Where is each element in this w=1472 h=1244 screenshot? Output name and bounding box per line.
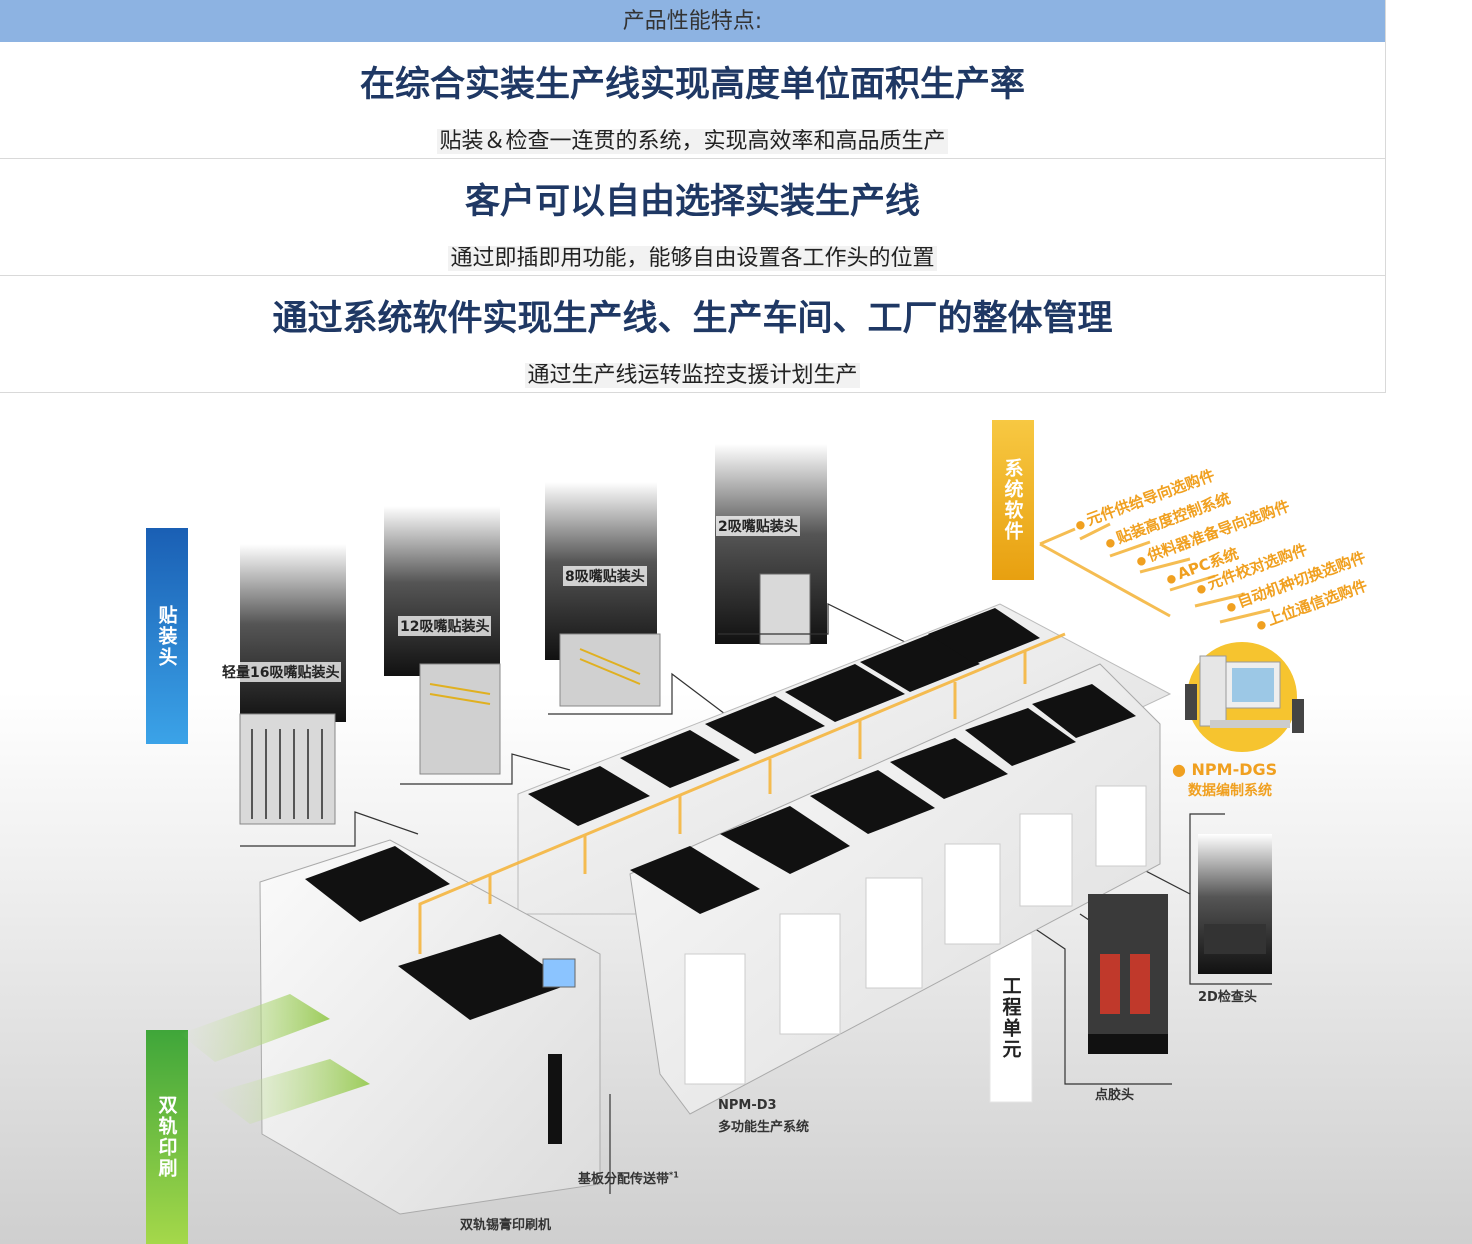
feature-table: 产品性能特点: 在综合实装生产线实现高度单位面积生产率 贴装＆检查一连贯的系统，… bbox=[0, 0, 1386, 393]
dgs-name-text: NPM-DGS bbox=[1191, 760, 1278, 779]
communication-bus bbox=[418, 522, 1271, 954]
feature-row: 通过系统软件实现生产线、生产车间、工厂的整体管理 通过生产线运转监控支援计划生产 bbox=[0, 276, 1385, 393]
inspection-2d-label: 2D检查头 bbox=[1198, 990, 1257, 1005]
feature-subtitle-text: 通过即插即用功能，能够自由设置各工作头的位置 bbox=[448, 246, 937, 271]
mount-head-label: 贴装头 bbox=[155, 604, 178, 668]
feature-row: 客户可以自由选择实装生产线 通过即插即用功能，能够自由设置各工作头的位置 bbox=[0, 159, 1385, 276]
dgs-name: ● NPM-DGS bbox=[1172, 760, 1278, 779]
feature-title: 在综合实装生产线实现高度单位面积生产率 bbox=[359, 65, 1025, 105]
process-unit-label: 工程单元 bbox=[999, 976, 1022, 1060]
head-16-label: 轻量16吸嘴贴装头 bbox=[220, 662, 342, 682]
feature-row: 在综合实装生产线实现高度单位面积生产率 贴装＆检查一连贯的系统，实现高效率和高品… bbox=[0, 42, 1385, 159]
machine-row-back bbox=[517, 603, 1172, 915]
dispense-label: 点胶头 bbox=[1095, 1088, 1135, 1103]
feature-title: 通过系统软件实现生产线、生产车间、工厂的整体管理 bbox=[272, 299, 1113, 339]
system-software-bar bbox=[992, 420, 1034, 580]
dual-print-bar bbox=[146, 1030, 188, 1244]
head-16-image bbox=[239, 544, 346, 825]
feature-subtitle: 通过生产线运转监控支援计划生产 bbox=[0, 357, 1385, 389]
conveyor-label: 基板分配传送带*1 bbox=[578, 1168, 679, 1187]
feature-subtitle: 通过即插即用功能，能够自由设置各工作头的位置 bbox=[0, 240, 1385, 272]
head-8-label: 8吸嘴贴装头 bbox=[563, 566, 647, 586]
dispense-head-image bbox=[1088, 894, 1168, 1054]
dual-printer bbox=[259, 839, 601, 1215]
dgs-computer bbox=[1185, 642, 1304, 752]
production-line-diagram: 贴装头 双轨印刷 系统软件 工程单元 轻量16吸嘴贴装头 12吸嘴贴装头 8吸嘴… bbox=[0, 394, 1472, 1244]
conveyor-note: *1 bbox=[669, 1170, 679, 1180]
section-header: 产品性能特点: bbox=[0, 0, 1385, 42]
dgs-desc: 数据编制系统 bbox=[1188, 783, 1272, 799]
dual-print-label: 双轨印刷 bbox=[155, 1095, 178, 1179]
npm-d3-label: NPM-D3 bbox=[718, 1098, 777, 1113]
pcb-board-lower bbox=[210, 1059, 370, 1124]
feature-subtitle-text: 贴装＆检查一连贯的系统，实现高效率和高品质生产 bbox=[437, 129, 948, 154]
system-software-label: 系统软件 bbox=[1001, 458, 1024, 542]
npm-d3-desc: 多功能生产系统 bbox=[718, 1120, 810, 1135]
feature-subtitle-text: 通过生产线运转监控支援计划生产 bbox=[525, 363, 860, 388]
head-2-label: 2吸嘴贴装头 bbox=[716, 516, 800, 536]
process-unit-bar bbox=[989, 933, 1033, 1103]
printer-label: 双轨锡膏印刷机 bbox=[460, 1218, 552, 1233]
pcb-board-upper bbox=[180, 994, 330, 1062]
head-12-image bbox=[384, 506, 501, 775]
head-8-image bbox=[545, 482, 661, 707]
feature-subtitle: 贴装＆检查一连贯的系统，实现高效率和高品质生产 bbox=[0, 123, 1385, 155]
head-2-image bbox=[715, 444, 827, 645]
mount-head-bar bbox=[146, 528, 188, 744]
conveyor-label-text: 基板分配传送带 bbox=[578, 1172, 670, 1187]
head-callout-lines bbox=[240, 603, 1272, 1194]
feature-title: 客户可以自由选择实装生产线 bbox=[464, 182, 920, 222]
head-12-label: 12吸嘴贴装头 bbox=[398, 616, 492, 636]
machine-row-front bbox=[629, 663, 1161, 1115]
inspection-2d-image bbox=[1198, 834, 1272, 974]
